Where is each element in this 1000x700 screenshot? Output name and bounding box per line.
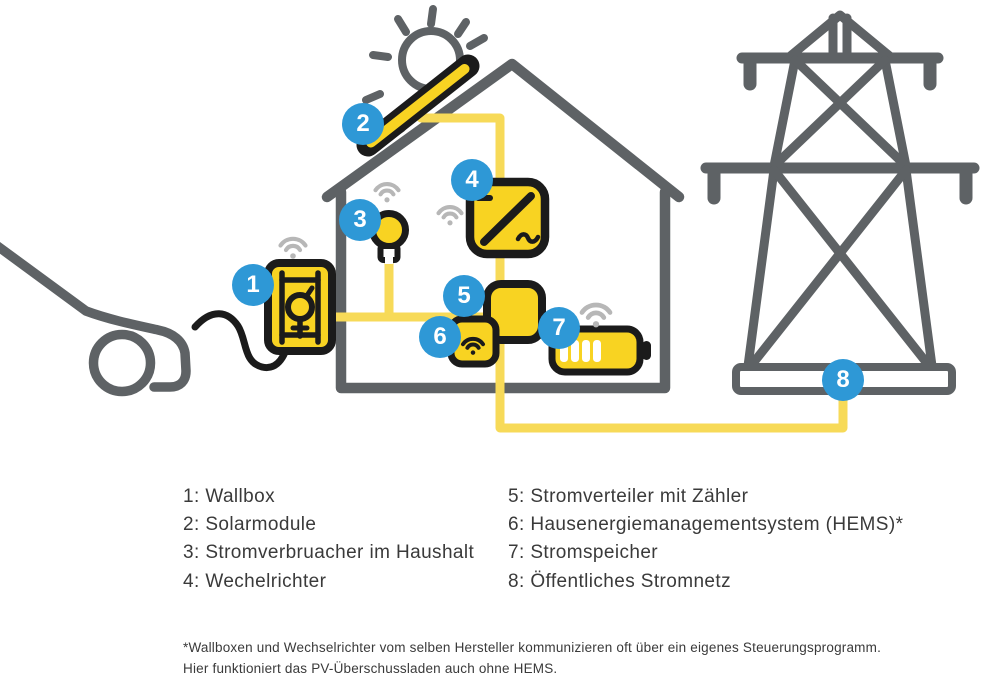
bulb-wifi-icon	[376, 184, 399, 202]
legend-item-wallbox: 1: Wallbox	[183, 486, 275, 507]
badge-inverter: 4	[451, 159, 493, 201]
legend-left-column: 1: Wallbox 2: Solarmodule 3: Stromverbru…	[183, 483, 474, 596]
badge-battery: 7	[538, 307, 580, 349]
badge-solar: 2	[342, 103, 384, 145]
footnote-line-2: Hier funktioniert das PV-Überschussladen…	[183, 661, 558, 676]
distributor-box-icon	[483, 280, 546, 344]
legend-item-consumer: 3: Stromverbruacher im Haushalt	[183, 542, 475, 564]
legend-item-hems: 6: Hausenergiemanagementsystem (HEMS)*	[508, 514, 904, 536]
badge-distributor: 5	[443, 275, 485, 317]
inverter-wifi-icon	[439, 207, 462, 225]
battery-wifi-icon	[582, 305, 610, 327]
legend-item-distributor: 5: Stromverteiler mit Zähler	[508, 486, 749, 507]
wallbox-wifi-icon	[281, 239, 306, 259]
line-house-to-grid	[495, 329, 848, 433]
legend-right-column: 5: Stromverteiler mit Zähler 6: Hausener…	[508, 483, 903, 596]
legend-item-inverter: 4: Wechelrichter	[183, 570, 327, 592]
footnote-line-1: *Wallboxen und Wechselrichter vom selben…	[183, 640, 882, 655]
legend-item-battery: 7: Stromspeicher	[508, 542, 659, 564]
pylon-icon	[700, 10, 980, 395]
wallbox-icon	[264, 259, 336, 355]
car-icon	[0, 241, 191, 397]
legend-item-grid: 8: Öffentliches Stromnetz	[508, 570, 731, 592]
line-panel-to-inverter	[416, 113, 505, 195]
charging-cable	[191, 310, 292, 372]
badge-hems: 6	[419, 316, 461, 358]
badge-grid: 8	[822, 359, 864, 401]
footnote: *Wallboxen und Wechselrichter vom selben…	[183, 637, 881, 679]
badge-wallbox: 1	[232, 264, 274, 306]
house-roof	[321, 58, 685, 203]
car-wheel	[88, 329, 156, 397]
badge-consumer: 3	[339, 199, 381, 241]
legend-item-solar: 2: Solarmodule	[183, 514, 317, 536]
